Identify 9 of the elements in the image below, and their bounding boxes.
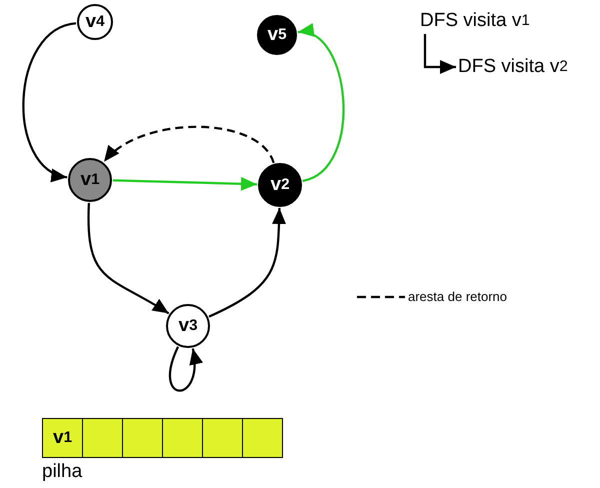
arrow	[424, 34, 456, 74]
arrow	[87, 202, 170, 314]
arrow	[103, 126, 275, 164]
stack-caption: pilha	[42, 461, 82, 483]
legend-label: aresta de retorno	[408, 289, 508, 304]
arrow	[112, 176, 258, 191]
arrow	[208, 208, 286, 318]
arrow	[22, 22, 76, 180]
arrow	[169, 346, 202, 392]
